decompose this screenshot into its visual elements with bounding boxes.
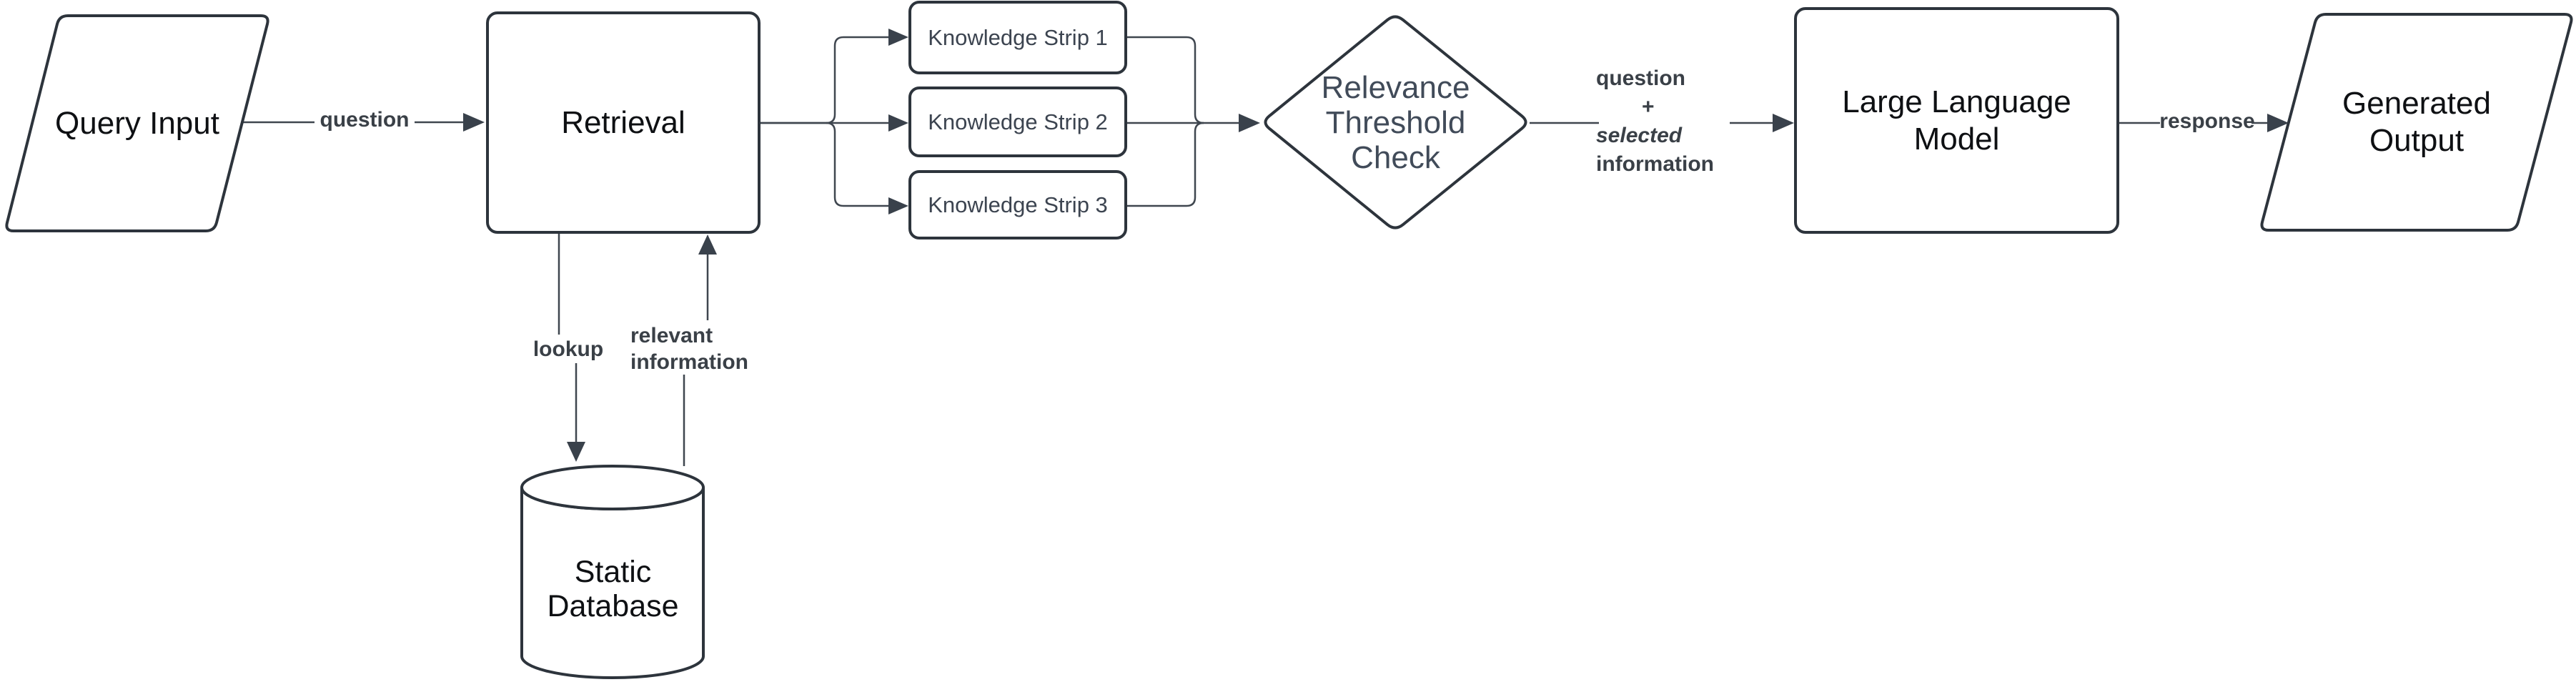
lookup-edge-label: lookup xyxy=(532,337,604,361)
retrieval-node[interactable] xyxy=(486,11,761,234)
edge-retrieval-to-strips[interactable] xyxy=(759,29,908,214)
response-edge-label: response xyxy=(2159,109,2255,133)
combined-input-edge-label: question + selected information xyxy=(1596,66,1714,176)
generated-output-node[interactable] xyxy=(2260,13,2573,232)
generated-output-label: Generated Output xyxy=(2342,86,2491,158)
relevance-check-node[interactable] xyxy=(1264,15,1527,229)
static-database-label: Static Database xyxy=(547,555,679,623)
llm-label: Large Language Model xyxy=(1842,84,2071,157)
knowledge-strip-3-label: Knowledge Strip 3 xyxy=(928,192,1108,217)
edge-relevant-information[interactable] xyxy=(683,234,717,466)
edge-question[interactable] xyxy=(242,113,485,132)
retrieval-label: Retrieval xyxy=(561,104,685,140)
static-database-node[interactable] xyxy=(520,465,705,679)
knowledge-strip-2-label: Knowledge Strip 2 xyxy=(928,109,1108,134)
relevant-information-edge-label: relevant information xyxy=(630,324,748,374)
edge-llm-to-output[interactable] xyxy=(2118,114,2289,132)
query-input-node[interactable] xyxy=(5,14,269,232)
knowledge-strip-1-node[interactable] xyxy=(908,1,1127,74)
query-input-label: Query Input xyxy=(55,105,219,141)
edge-diamond-to-llm[interactable] xyxy=(1530,114,1794,132)
knowledge-strip-2-node[interactable] xyxy=(908,87,1127,157)
llm-node[interactable] xyxy=(1794,7,2119,234)
knowledge-strip-3-node[interactable] xyxy=(908,170,1127,239)
edge-lookup[interactable] xyxy=(558,232,585,462)
edge-strips-to-diamond[interactable] xyxy=(1126,36,1260,207)
knowledge-strip-1-label: Knowledge Strip 1 xyxy=(928,24,1108,50)
relevance-check-label: Relevance Threshold Check xyxy=(1321,69,1470,175)
question-edge-label: question xyxy=(319,108,410,132)
